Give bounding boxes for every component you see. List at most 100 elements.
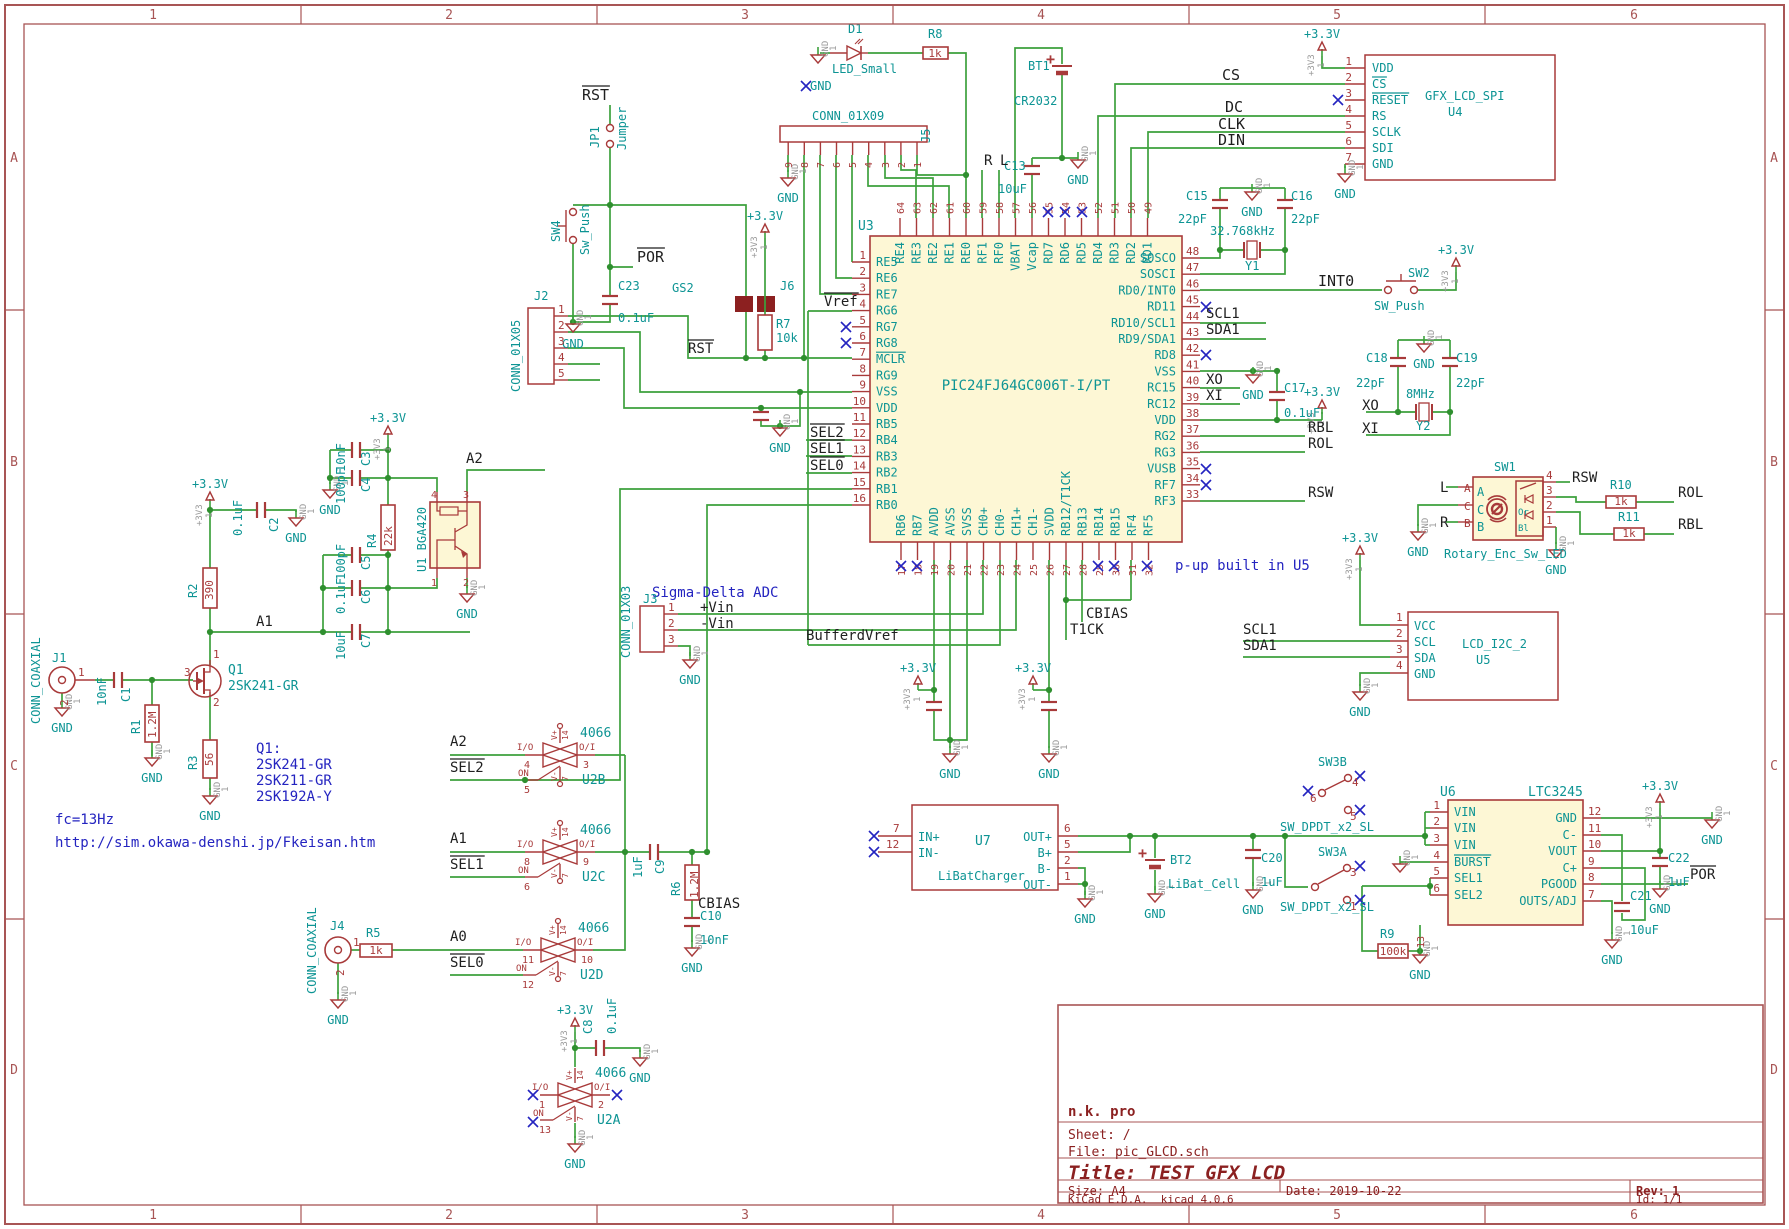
switch-pin-name[interactable]: V+: [565, 1070, 574, 1080]
schematic-label[interactable]: U6: [1440, 785, 1456, 800]
schematic-label[interactable]: Q1:: [256, 741, 281, 757]
schematic-label[interactable]: RBL: [1308, 420, 1333, 436]
schematic-label[interactable]: 100pF: [334, 544, 348, 580]
schematic-label[interactable]: C+: [1563, 861, 1577, 875]
schematic-label[interactable]: R9: [1380, 927, 1394, 941]
pic-pin-label[interactable]: RE3: [910, 242, 924, 264]
switch-pin-name[interactable]: V-: [550, 868, 559, 878]
gnd-label[interactable]: GND: [1074, 912, 1096, 926]
schematic-label[interactable]: 4: [558, 351, 565, 364]
switch-control[interactable]: [552, 1105, 576, 1121]
schematic-label[interactable]: 8MHz: [1406, 387, 1435, 401]
schematic-label[interactable]: R4: [365, 534, 379, 548]
rotary-encoder-glyph[interactable]: [1486, 494, 1534, 523]
switch-contact[interactable]: [1343, 805, 1353, 815]
wire[interactable]: [706, 504, 852, 852]
schematic-label[interactable]: 7: [1345, 151, 1352, 164]
no-connect-flag[interactable]: [1092, 560, 1104, 572]
component-body[interactable]: [1515, 480, 1544, 537]
pic-pin-label[interactable]: AVDD: [927, 507, 941, 536]
no-connect-flag[interactable]: [1302, 785, 1314, 797]
pic-pin-number[interactable]: 2: [859, 265, 866, 278]
schematic-label[interactable]: http://sim.okawa-denshi.jp/Fkeisan.htm: [55, 835, 375, 851]
pic-pin-number[interactable]: 17: [897, 564, 908, 576]
gnd-hidden-pin[interactable]: 1: [701, 651, 711, 656]
schematic-label[interactable]: 5: [558, 367, 565, 380]
gnd-hidden-pin[interactable]: GND: [578, 1130, 588, 1146]
schematic-label[interactable]: SEL0: [450, 955, 484, 971]
wire[interactable]: [678, 645, 691, 656]
schematic-label[interactable]: C2: [267, 518, 281, 532]
pic-pin-label[interactable]: RE6: [876, 271, 898, 285]
component-body[interactable]: [779, 125, 928, 143]
pic-pin-number[interactable]: 20: [947, 564, 958, 576]
schematic-label[interactable]: SW_DPDT_x2_SL: [1280, 820, 1374, 834]
schematic-label[interactable]: SEL1: [1454, 871, 1483, 885]
gnd-hidden-pin[interactable]: 1: [1723, 811, 1733, 816]
gnd-hidden-pin[interactable]: GND: [953, 740, 963, 756]
gnd-label[interactable]: GND: [1413, 357, 1435, 371]
no-connect-flag[interactable]: [911, 560, 923, 572]
switch-pin-number[interactable]: 12: [522, 980, 534, 991]
gnd-label[interactable]: GND: [939, 767, 961, 781]
pic-pin-label[interactable]: Vcap: [1025, 242, 1039, 271]
schematic-label[interactable]: BT2: [1170, 853, 1192, 867]
schematic-label[interactable]: 9: [1588, 855, 1595, 868]
gnd-hidden-pin[interactable]: GND: [783, 414, 793, 430]
schematic-label[interactable]: DIN: [1218, 131, 1245, 149]
switch-pin-name[interactable]: O/I: [577, 938, 593, 948]
schematic-label[interactable]: 2: [668, 617, 675, 630]
schematic-label[interactable]: U1 BGA420: [415, 507, 429, 572]
pic-pin-number[interactable]: 63: [913, 202, 924, 214]
pic-pin-label[interactable]: RE4: [893, 242, 907, 264]
frame-column-label[interactable]: 5: [1333, 8, 1341, 23]
schematic-label[interactable]: VIN: [1454, 821, 1476, 835]
schematic-label[interactable]: 5: [1345, 119, 1352, 132]
schematic-label[interactable]: 22pF: [1291, 212, 1320, 226]
resistor[interactable]: [202, 739, 218, 779]
pic-pin-label[interactable]: RB15: [1109, 507, 1123, 536]
gnd-label[interactable]: GND: [1545, 563, 1567, 577]
gnd-hidden-pin[interactable]: 1: [1060, 745, 1070, 750]
wire[interactable]: [1366, 412, 1451, 436]
wire[interactable]: [1556, 496, 1606, 503]
pic-pin-label[interactable]: RD6: [1058, 242, 1072, 264]
gnd-label[interactable]: GND: [564, 1157, 586, 1171]
schematic-label[interactable]: 1uF: [1668, 875, 1690, 889]
frame-column-label[interactable]: 5: [1333, 1208, 1341, 1223]
pic-pin-number[interactable]: 9: [859, 379, 866, 392]
pic-pin-number[interactable]: 55: [1045, 202, 1056, 214]
gnd-hidden-pin[interactable]: GND: [693, 646, 703, 662]
wire[interactable]: [948, 52, 967, 218]
ic-body[interactable]: [1447, 799, 1584, 926]
schematic-label[interactable]: A0: [450, 929, 467, 945]
schematic-label[interactable]: 11: [1588, 822, 1601, 835]
wire[interactable]: [884, 155, 934, 218]
pic-pin-number[interactable]: 26: [1046, 564, 1057, 576]
schematic-label[interactable]: J3: [643, 592, 657, 606]
switch-pin-number[interactable]: 9: [583, 857, 589, 868]
schematic-label[interactable]: CONN_01X03: [619, 586, 633, 658]
gnd-label[interactable]: GND: [1242, 903, 1264, 917]
schematic-label[interactable]: GS2: [672, 281, 694, 295]
schematic-label[interactable]: SW1: [1494, 460, 1516, 474]
frame-column-label[interactable]: 4: [1037, 8, 1045, 23]
schematic-label[interactable]: CLK: [1218, 115, 1245, 133]
frame-column-label[interactable]: 1: [149, 8, 157, 23]
schematic-label[interactable]: 4066: [578, 921, 609, 936]
gnd-hidden-pin[interactable]: 1: [1356, 165, 1366, 170]
switch-pin-name[interactable]: V+: [550, 827, 559, 837]
pic-pin-number[interactable]: 35: [1186, 456, 1199, 469]
pic-pin-number[interactable]: 61: [946, 202, 957, 214]
gnd-hidden-pin[interactable]: 1: [703, 939, 713, 944]
schematic-label[interactable]: 1: [1433, 799, 1440, 812]
